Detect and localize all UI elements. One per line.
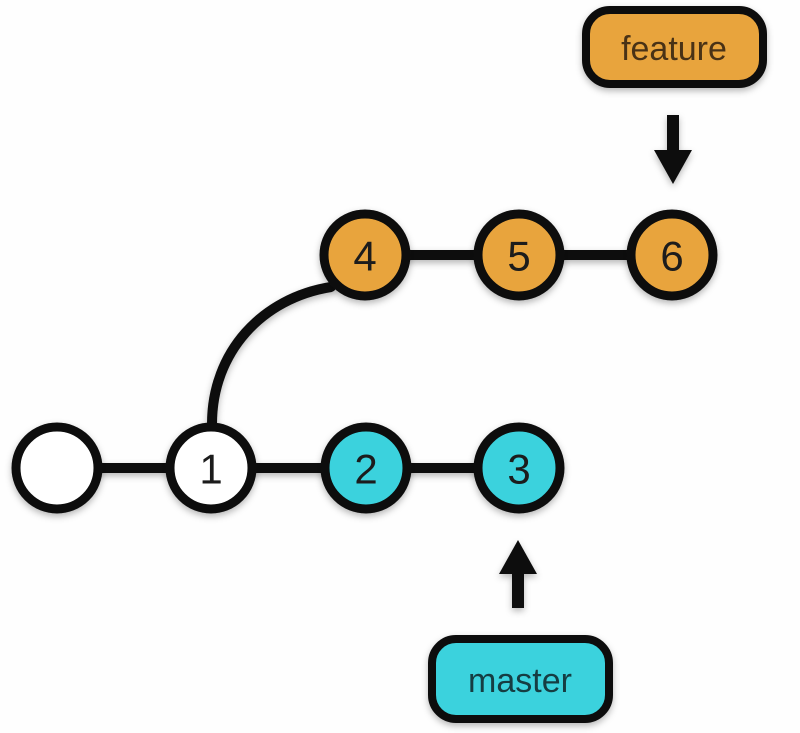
master-tag-box <box>428 635 613 723</box>
master-tag-label: master <box>468 662 572 700</box>
commit-circle-6 <box>626 209 718 301</box>
feature-branch-tag: feature <box>582 6 767 88</box>
commit-node-5: 5 <box>473 209 565 301</box>
feature-pointer-arrow-down-icon <box>654 115 692 184</box>
commit-label-5: 5 <box>507 233 530 280</box>
commit-node-1: 1 <box>165 422 257 514</box>
commit-node-6: 6 <box>626 209 718 301</box>
commit-node-root <box>11 422 103 514</box>
feature-tag-label: feature <box>621 30 727 68</box>
commit-circle-2 <box>320 422 412 514</box>
commit-node-2: 2 <box>320 422 412 514</box>
commit-label-3: 3 <box>507 446 530 493</box>
commit-circle-root <box>11 422 103 514</box>
commit-label-4: 4 <box>353 233 376 280</box>
commit-circle-1 <box>165 422 257 514</box>
master-pointer-arrow-up-icon <box>499 540 537 608</box>
commit-label-6: 6 <box>660 233 683 280</box>
commit-circle-3 <box>473 422 565 514</box>
feature-tag-box <box>582 6 767 88</box>
commit-node-3: 3 <box>473 422 565 514</box>
commit-label-2: 2 <box>354 446 377 493</box>
commit-label-1: 1 <box>199 446 222 493</box>
commit-circle-4 <box>319 209 411 301</box>
commit-circle-5 <box>473 209 565 301</box>
edge-branch-c1-c4 <box>207 282 336 429</box>
master-branch-tag: master <box>428 635 613 723</box>
commit-node-4: 4 <box>319 209 411 301</box>
